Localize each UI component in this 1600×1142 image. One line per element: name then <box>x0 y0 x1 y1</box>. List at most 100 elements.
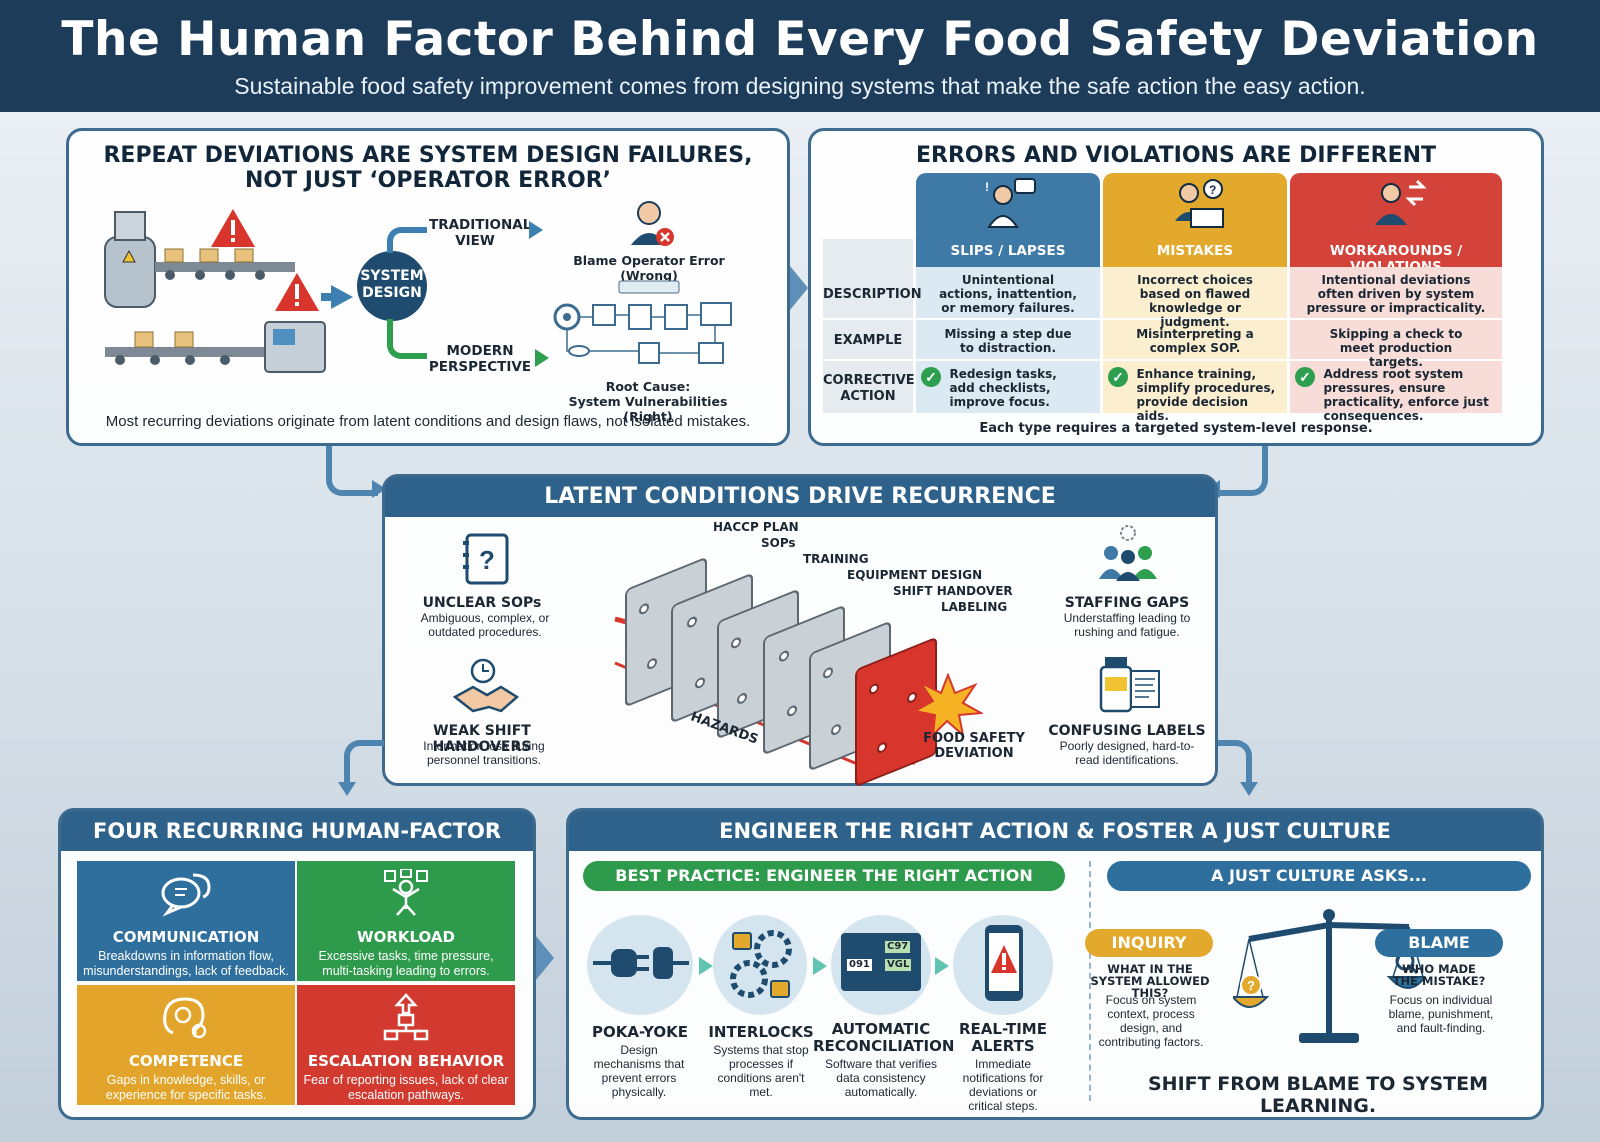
distracted-worker-icon: ! <box>985 178 1036 228</box>
confusing-labels-desc: Poorly designed, hard-to-read identifica… <box>1059 739 1195 767</box>
checkmark-icon: ✓ <box>921 367 941 387</box>
risk-workload-desc: Excessive tasks, time pressure, multi-ta… <box>318 949 494 978</box>
row-divider <box>823 359 1502 361</box>
svg-text:?: ? <box>1209 183 1216 197</box>
risk-escalation-title: ESCALATION BEHAVIOR <box>307 1052 505 1070</box>
root-cause-label: Root Cause:System Vulnerabilities (Right… <box>568 379 728 424</box>
page-header: The Human Factor Behind Every Food Safet… <box>0 0 1600 112</box>
weak-shift-handovers-title: WEAK SHIFT HANDOVERS <box>432 723 532 755</box>
engineer-just-culture-panel: ENGINEER THE RIGHT ACTION & FOSTER A JUS… <box>566 808 1544 1120</box>
arrow-right-icon <box>935 957 949 975</box>
step-poka-yoke-title: POKA-YOKE <box>592 1023 688 1041</box>
cell-description-mistakes: Incorrect choices based on flawed knowle… <box>1137 273 1253 329</box>
connector-right <box>1218 446 1268 496</box>
confusing-label-icon <box>1099 657 1160 713</box>
cell-example-mistakes: Misinterpreting a complex SOP. <box>1136 327 1254 355</box>
layer-label-equipment: EQUIPMENT DESIGN <box>847 568 983 582</box>
interlock-gears-icon <box>730 930 792 998</box>
system-panel-title-line2: NOT JUST ‘OPERATOR ERROR’ <box>244 168 612 193</box>
system-panel-footer: Most recurring deviations originate from… <box>105 413 751 430</box>
svg-text:!: ! <box>985 180 989 194</box>
layer-label-shift-handover: SHIFT HANDOVER <box>893 584 1013 598</box>
unclear-sops-title: UNCLEAR SOPs <box>422 595 542 611</box>
arrow-down-icon <box>1240 782 1258 796</box>
row-label-description: DESCRIPTION <box>823 287 922 302</box>
screen-code: 091 <box>847 959 872 971</box>
handshake-icon <box>452 658 520 713</box>
svg-text:?: ? <box>479 545 495 575</box>
arrow-right-icon <box>813 957 827 975</box>
inquiry-desc: Focus on system context, process design,… <box>1098 993 1204 1049</box>
errors-panel-title: ERRORS AND VIOLATIONS ARE DIFFERENT <box>915 143 1437 168</box>
step-reconciliation-desc: Software that verifies data consistency … <box>824 1057 938 1099</box>
phone-alert-icon <box>985 925 1023 1001</box>
arrow-right-icon <box>529 221 543 239</box>
system-network-diagram <box>553 280 732 364</box>
screen-code: VGL <box>885 959 912 971</box>
row-label-example: EXAMPLE <box>833 333 903 348</box>
inquiry-question: WHAT IN THE SYSTEM ALLOWED THIS? <box>1090 962 1210 1000</box>
connector-lower-right <box>1218 740 1252 784</box>
risk-tile-communication: COMMUNICATION Breakdowns in information … <box>77 861 295 981</box>
cell-description-violations: Intentional deviations often driven by s… <box>1306 273 1486 315</box>
risk-tile-escalation: ESCALATION BEHAVIOR Fear of reporting is… <box>297 985 515 1105</box>
just-culture-banner: A JUST CULTURE ASKS... <box>1107 861 1531 891</box>
justice-scale-icon: ? <box>1233 909 1425 1043</box>
cell-action-slips: ✓ Redesign tasks, add checklists, improv… <box>921 367 1097 409</box>
page-subtitle: Sustainable food safety improvement come… <box>234 73 1366 99</box>
engineer-panel-title: ENGINEER THE RIGHT ACTION & FOSTER A JUS… <box>569 811 1541 851</box>
connector-lower-left <box>344 740 384 784</box>
risk-communication-title: COMMUNICATION <box>112 928 260 946</box>
warning-icon <box>211 209 255 247</box>
blame-badge: BLAME <box>1375 929 1503 957</box>
chevron-right-icon <box>790 266 808 310</box>
arrow-down-icon <box>338 782 356 796</box>
step-interlocks-desc: Systems that stop processes if condition… <box>713 1043 809 1099</box>
cell-example-violations: Skipping a check to meet production targ… <box>1329 327 1463 369</box>
step-alerts-desc: Immediate notifications for deviations o… <box>962 1057 1044 1113</box>
plug-icon <box>593 947 689 979</box>
risk-workload-title: WORKLOAD <box>357 928 455 946</box>
risk-tile-competence: COMPETENCE Gaps in knowledge, skills, or… <box>77 985 295 1105</box>
system-design-panel: REPEAT DEVIATIONS ARE SYSTEM DESIGN FAIL… <box>66 128 790 446</box>
risk-competence-desc: Gaps in knowledge, skills, or experience… <box>105 1073 267 1102</box>
cell-action-violations: ✓ Address root system pressures, ensure … <box>1295 367 1499 423</box>
speech-bubbles-icon <box>161 873 211 917</box>
workaround-worker-icon <box>1375 179 1427 225</box>
monitor-icon: C97 091 VGL <box>841 933 921 991</box>
svg-text:?: ? <box>1247 978 1255 993</box>
blame-question: WHO MADE THE MISTAKE? <box>1392 962 1486 988</box>
risk-communication-desc: Breakdowns in information flow, misunder… <box>83 949 289 978</box>
explosion-icon <box>913 673 983 737</box>
column-body-violations <box>1290 267 1502 413</box>
checkmark-icon: ✓ <box>1108 367 1128 387</box>
staffing-gaps-title: STAFFING GAPS <box>1064 595 1190 611</box>
cell-action-mistakes: ✓ Enhance training, simplify procedures,… <box>1108 367 1284 423</box>
step-interlocks-title: INTERLOCKS <box>708 1023 814 1041</box>
chevron-right-icon <box>536 936 554 980</box>
risk-competence-title: COMPETENCE <box>128 1052 244 1070</box>
hierarchy-icon <box>383 993 429 1041</box>
staffing-gaps-icon <box>1099 525 1157 581</box>
just-culture-tagline: SHIFT FROM BLAME TO SYSTEM LEARNING. <box>1148 1073 1488 1117</box>
risk-tile-workload: WORKLOAD Excessive tasks, time pressure,… <box>297 861 515 981</box>
row-label-column <box>823 239 913 413</box>
column-body-mistakes <box>1103 267 1287 413</box>
section-divider <box>1089 861 1091 1101</box>
risk-escalation-desc: Fear of reporting issues, lack of clear … <box>303 1073 509 1102</box>
overloaded-person-icon <box>384 868 428 916</box>
column-label-mistakes: MISTAKES <box>1156 243 1234 259</box>
step-poka-yoke-desc: Design mechanisms that prevent errors ph… <box>593 1043 685 1099</box>
traditional-branch <box>387 227 427 253</box>
swiss-cheese-model: HACCP PLAN SOPs TRAINING EQUIPMENT DESIG… <box>595 520 1025 788</box>
modern-branch <box>387 319 427 359</box>
layer-label-haccp: HACCP PLAN <box>713 520 799 534</box>
connector-left <box>326 446 378 496</box>
arrow-right-icon <box>535 349 549 367</box>
